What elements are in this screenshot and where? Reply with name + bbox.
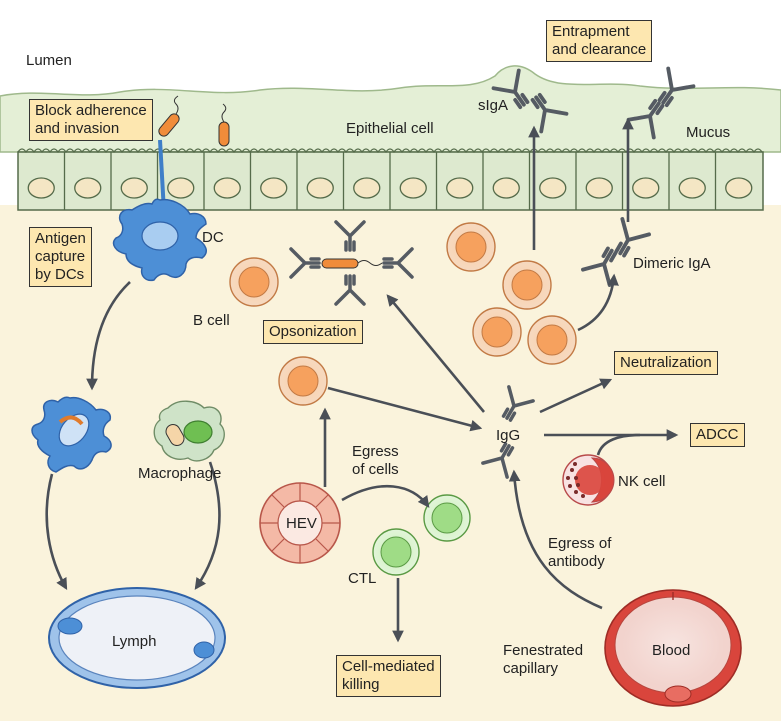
antigen-capture-box: Antigen capture by DCs <box>29 227 92 287</box>
igg-label: IgG <box>496 427 521 444</box>
epithelium <box>17 148 764 211</box>
nk-cell <box>562 454 615 506</box>
epithelial-nucleus <box>74 177 102 199</box>
blood-label: Blood <box>652 642 691 659</box>
tissue-background <box>0 205 781 721</box>
dendritic-cell-migrating <box>31 396 112 473</box>
epithelial-nucleus <box>120 177 148 199</box>
epithelial-nucleus <box>399 177 427 199</box>
siga-antibody-2 <box>657 66 696 108</box>
epithelial-nucleus <box>213 177 241 199</box>
siga-antibody-2-pair <box>626 98 665 140</box>
igg-free-1 <box>501 385 535 422</box>
igg-antibody-top <box>334 220 366 252</box>
epithelial-nucleus <box>678 177 706 199</box>
epithelial-nucleus <box>492 177 520 199</box>
epithelial-cell-label: Epithelial cell <box>346 120 434 137</box>
b-cell-1 <box>229 257 279 307</box>
dimeric-iga-label: Dimeric IgA <box>633 255 711 272</box>
siga-label: sIgA <box>478 97 509 114</box>
t-cell-1 <box>423 494 471 542</box>
adcc-box: ADCC <box>690 423 745 447</box>
entrapment-box: Entrapment and clearance <box>546 20 653 62</box>
epithelial-nucleus <box>260 177 288 199</box>
antibodies <box>289 66 696 479</box>
igg-antibody-left <box>289 247 321 279</box>
block-adherence-box: Block adherence and invasion <box>29 99 153 141</box>
neutralization-box: Neutralization <box>614 351 718 375</box>
cell-mediated-killing-box: Cell-mediated killing <box>336 655 441 697</box>
igg-free-2 <box>481 442 515 479</box>
siga-antibody <box>491 68 530 110</box>
igg-antibody-right <box>382 247 414 279</box>
lumen-label: Lumen <box>26 52 72 69</box>
dimeric-iga-bottom <box>581 246 618 287</box>
epithelial-nucleus <box>632 177 660 199</box>
plasma-cell-4 <box>527 315 577 365</box>
epithelial-nucleus <box>446 177 474 199</box>
bacterium-1 <box>158 95 180 137</box>
blood-capillary <box>604 589 742 707</box>
fenestrated-capillary-label: Fenestrated capillary <box>503 642 584 677</box>
ctl-label: CTL <box>348 570 377 587</box>
opsonization-complex <box>321 258 383 269</box>
arrows <box>45 117 679 643</box>
epithelial-nucleus <box>27 177 55 199</box>
epithelial-nucleus <box>539 177 567 199</box>
lymph-label: Lymph <box>112 633 157 650</box>
b-cell-2 <box>278 356 328 406</box>
epithelial-nucleus <box>353 177 381 199</box>
hev-vessel <box>259 482 341 564</box>
siga-antibody-pair <box>530 92 569 134</box>
b-cell-label: B cell <box>193 312 230 329</box>
opsonization-box: Opsonization <box>263 320 363 344</box>
epithelial-nucleus <box>725 177 753 199</box>
epithelial-nucleus <box>167 177 195 199</box>
bacterium-2 <box>218 103 230 147</box>
plasma-cell-1 <box>446 222 496 272</box>
plasma-cell-2 <box>502 260 552 310</box>
dendritic-cell-epithelial <box>112 139 207 282</box>
lymph-vessel <box>48 587 226 689</box>
epithelial-nucleus <box>585 177 613 199</box>
nk-cell-label: NK cell <box>618 473 666 490</box>
mucus-label: Mucus <box>686 124 731 141</box>
hev-label: HEV <box>286 515 317 532</box>
epithelial-nucleus <box>306 177 334 199</box>
plasma-cell-3 <box>472 307 522 357</box>
egress-of-antibody-label: Egress of antibody <box>548 535 612 570</box>
dc-label: DC <box>202 229 224 246</box>
macrophage <box>153 400 225 462</box>
ctl-cell <box>372 528 420 576</box>
dimeric-iga-top <box>614 217 651 258</box>
mucus-layer <box>0 65 781 153</box>
macrophage-label: Macrophage <box>138 465 222 482</box>
igg-antibody-bottom <box>334 274 366 306</box>
egress-of-cells-label: Egress of cells <box>352 443 399 478</box>
